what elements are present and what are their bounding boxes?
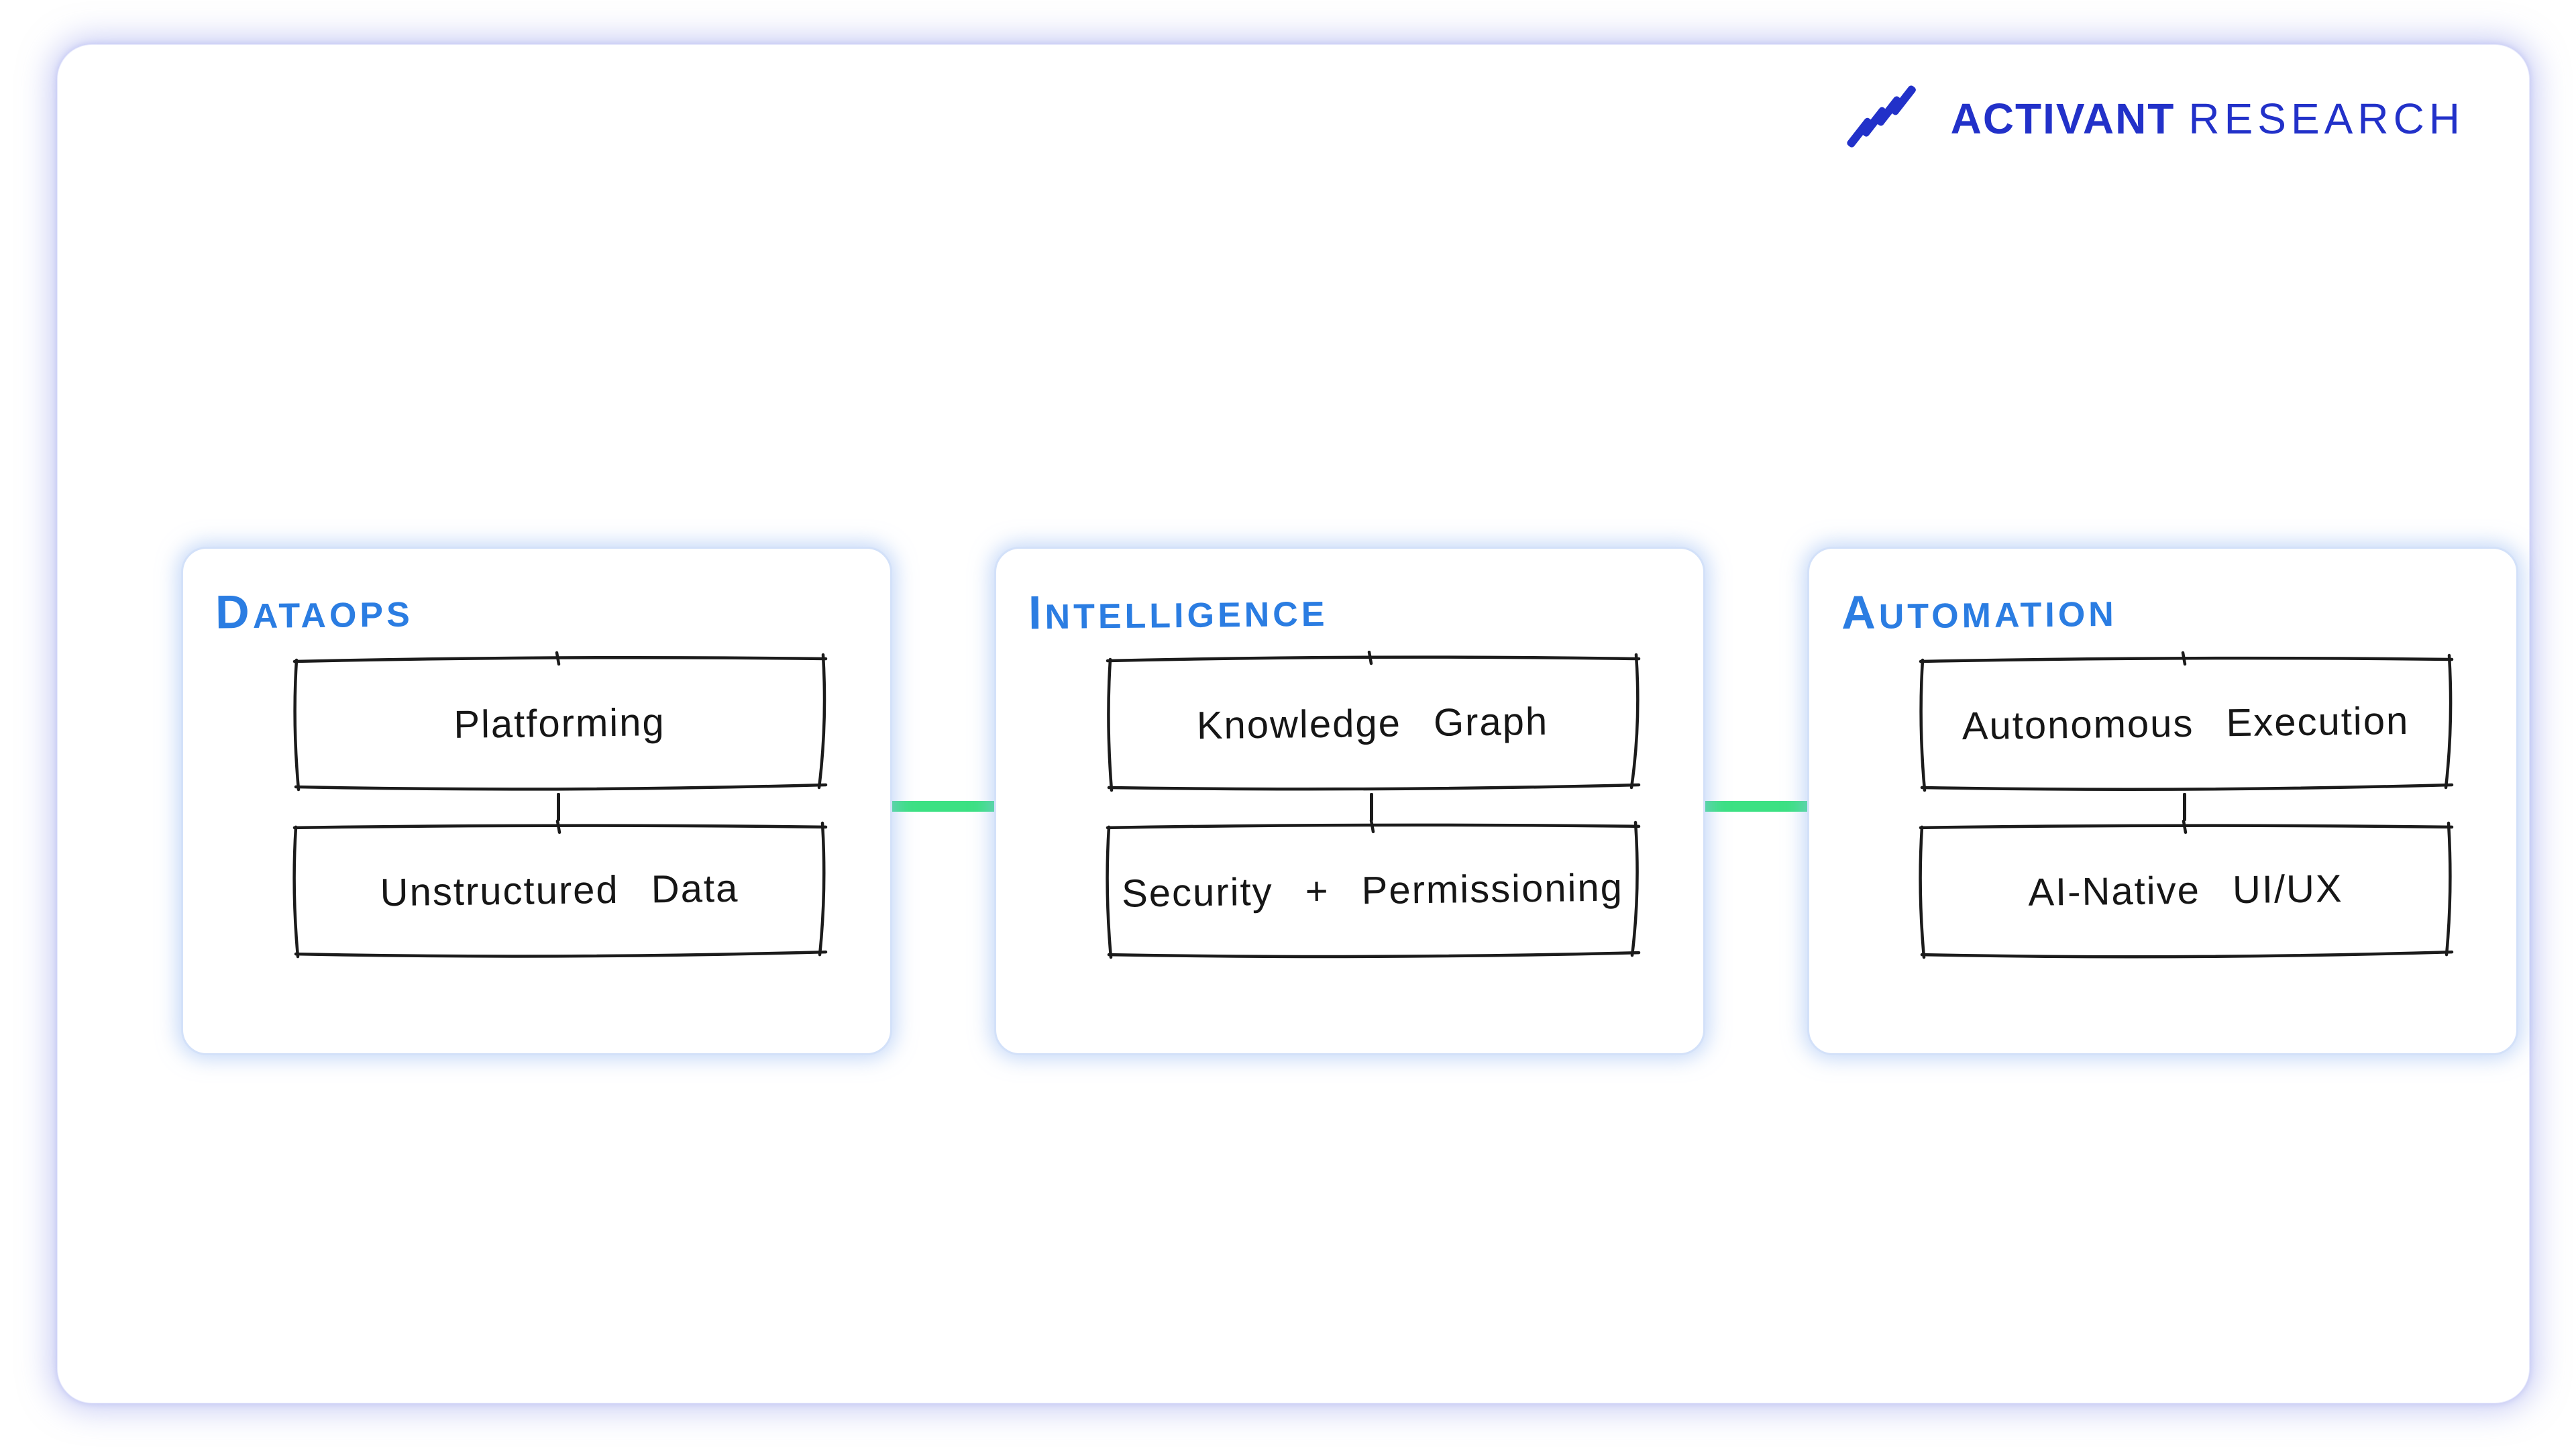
node-autonomous-execution: Autonomous Execution bbox=[1915, 651, 2456, 796]
node-label: Security + Permissioning bbox=[1121, 865, 1624, 916]
node-label: Unstructured Data bbox=[380, 866, 739, 914]
activant-stripes-icon bbox=[1846, 85, 1916, 148]
node-label: Platforming bbox=[453, 700, 666, 747]
vertical-link-line bbox=[1370, 793, 1373, 821]
pillar-label-automation: AUTOMATION bbox=[1841, 585, 2118, 639]
node-knowledge-graph: Knowledge Graph bbox=[1102, 651, 1643, 796]
node-security-permissioning: Security + Permissioning bbox=[1102, 818, 1643, 962]
vertical-link-line bbox=[557, 793, 560, 821]
node-unstructured-data: Unstructured Data bbox=[289, 818, 830, 962]
pillar-card-intelligence: INTELLIGENCE Knowledge Graph bbox=[994, 547, 1705, 1055]
sketch-rect-outline bbox=[1915, 818, 2456, 962]
node-label: AI-Native UI/UX bbox=[2027, 866, 2344, 914]
logo-suffix-text: RESEARCH bbox=[2188, 95, 2465, 143]
connector-dataops-intelligence bbox=[885, 801, 1001, 812]
sketch-rect-outline bbox=[289, 651, 830, 796]
sketch-rect-outline bbox=[1102, 651, 1643, 796]
sketch-rect-outline bbox=[1915, 651, 2456, 796]
node-label: Autonomous Execution bbox=[1962, 698, 2410, 748]
sketch-rect-outline bbox=[1102, 818, 1643, 962]
pillar-card-automation: AUTOMATION Autonomous Execution bbox=[1807, 547, 2518, 1055]
vertical-link-line bbox=[2183, 793, 2186, 821]
pillar-label-intelligence: INTELLIGENCE bbox=[1028, 586, 1328, 639]
sketch-rect-outline bbox=[289, 818, 830, 962]
node-ai-native-uiux: AI-Native UI/UX bbox=[1915, 818, 2456, 962]
pillar-label-dataops: DATAOPS bbox=[215, 584, 414, 639]
pillar-card-dataops: DATAOPS Platforming bbox=[181, 547, 892, 1055]
connector-intelligence-automation bbox=[1696, 801, 1814, 812]
logo-brand-text: ACTIVANT bbox=[1950, 95, 2176, 143]
node-label: Knowledge Graph bbox=[1196, 699, 1549, 747]
node-platforming: Platforming bbox=[289, 651, 830, 796]
